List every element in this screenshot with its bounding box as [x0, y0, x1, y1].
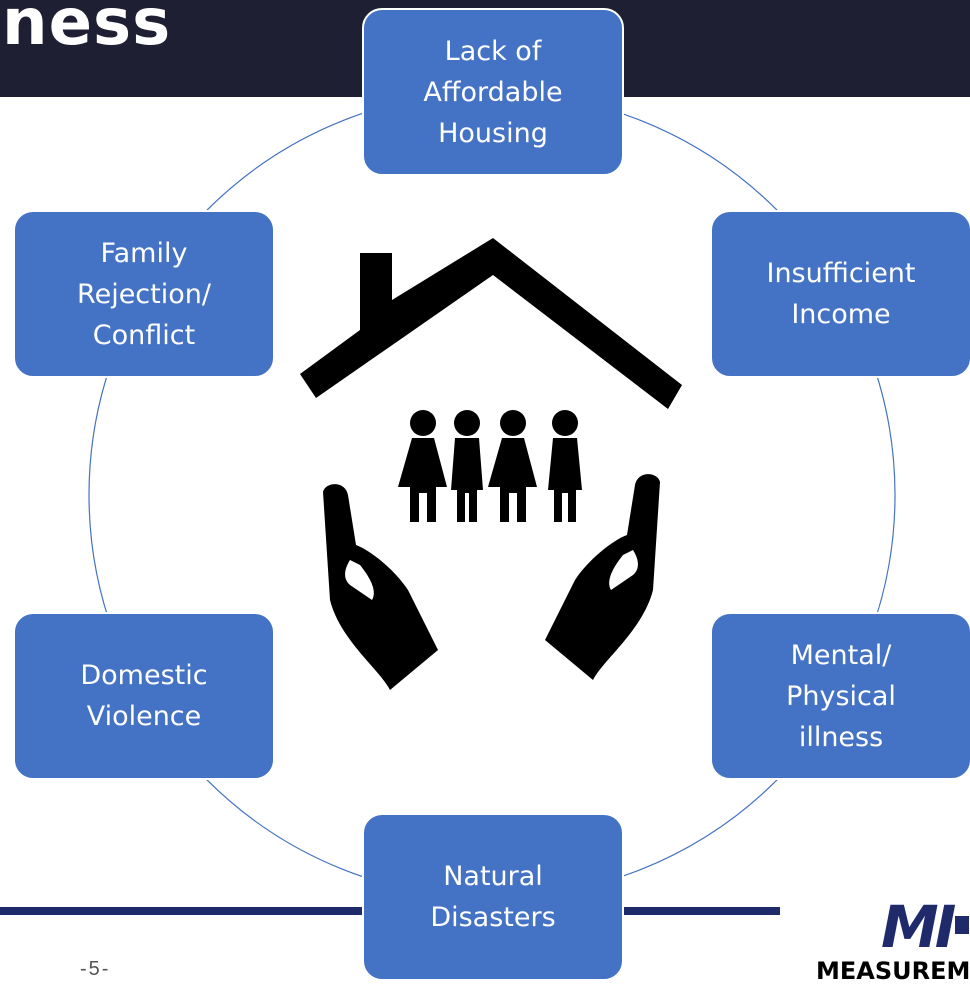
node-insufficient-income: Insufficient Income [710, 210, 970, 378]
logo-mark: MI [881, 893, 956, 961]
logo-dot-icon [955, 916, 969, 934]
node-natural-disasters: Natural Disasters [362, 813, 624, 981]
slide-title: ness [2, 0, 172, 60]
node-domestic-violence: Domestic Violence [13, 612, 275, 780]
node-family-rejection-conflict: Family Rejection/ Conflict [13, 210, 275, 378]
page-number: -5- [80, 958, 111, 980]
logo-text: MEASUREM [816, 957, 970, 985]
node-mental-physical-illness: Mental/ Physical illness [710, 612, 970, 780]
footer-line-left [0, 907, 362, 915]
footer-line-right [624, 907, 780, 915]
node-lack-of-affordable-housing: Lack of Affordable Housing [362, 8, 624, 176]
